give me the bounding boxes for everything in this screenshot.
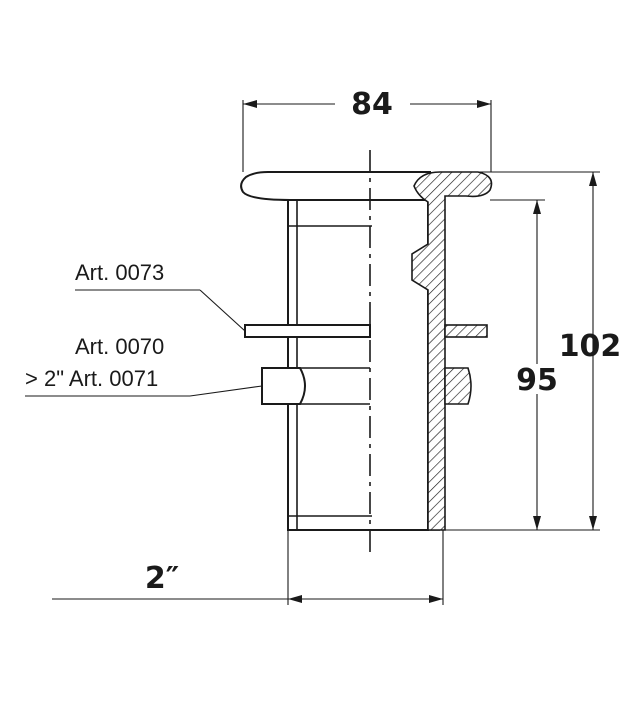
dimension-label-102: 102 — [559, 329, 622, 364]
dimension-thread: 2″ — [52, 530, 444, 605]
dimension-top-width: 84 — [242, 87, 492, 172]
section-wall — [411, 171, 493, 531]
nut — [261, 367, 472, 405]
label-art-0073: Art. 0073 — [75, 260, 164, 285]
dimension-label-84: 84 — [351, 87, 393, 122]
label-art-0070: Art. 0070 — [75, 334, 164, 359]
flange — [240, 171, 431, 201]
leader-art-0073: Art. 0073 — [75, 260, 246, 332]
dimension-label-2-inch: 2″ — [145, 561, 179, 596]
dimension-label-95: 95 — [516, 363, 558, 398]
washer — [244, 324, 488, 338]
dimension-inner-height: 95 — [490, 199, 559, 530]
dimension-total-height: 102 — [440, 171, 622, 531]
label-art-0071: > 2" Art. 0071 — [25, 366, 158, 391]
leader-art-0070: Art. 0070 > 2" Art. 0071 — [25, 334, 263, 397]
tube-body — [287, 199, 440, 531]
